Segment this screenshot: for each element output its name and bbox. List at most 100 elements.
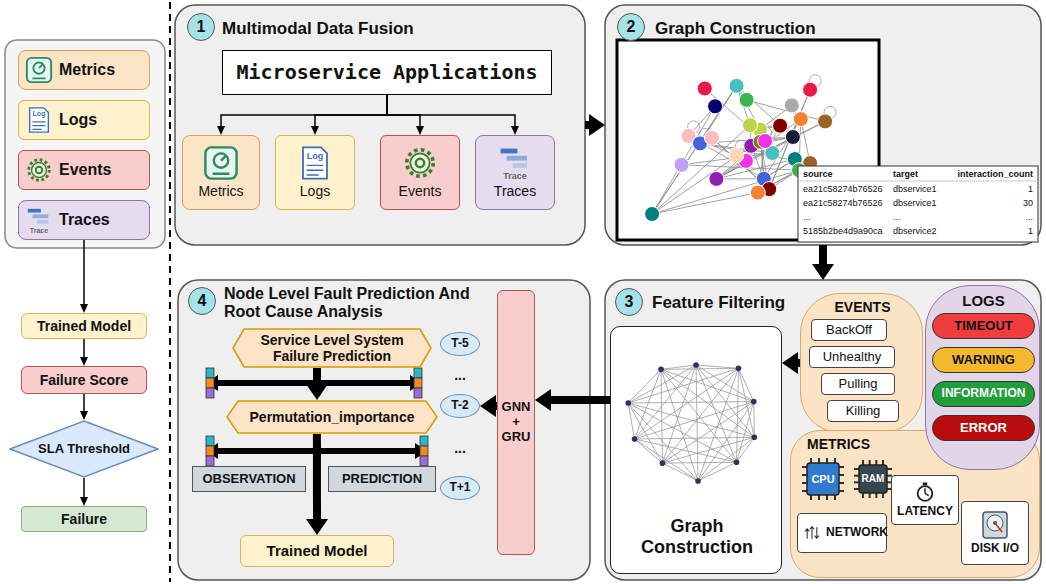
node-text: T-2 (451, 399, 468, 413)
metric-tag: DISK I/O (961, 501, 1029, 565)
stage-box: OBSERVATION (192, 466, 306, 492)
stage-panel: Multimodal Data Fusion 1Microservice Appl… (175, 5, 585, 245)
connector-arrow (387, 95, 420, 126)
connector-arrow (315, 95, 387, 126)
flow-arrow (551, 396, 610, 404)
log-tag: WARNING (932, 347, 1035, 373)
disk-icon (980, 510, 1010, 540)
decision-diamond: SLA Threshold (9, 420, 159, 478)
node-text: SLA Threshold (38, 442, 130, 457)
application-box: Microservice Applications (222, 50, 552, 95)
data-source-box: Events (380, 135, 460, 210)
region-title: EVENTS (801, 299, 924, 315)
data-source-box: Events (18, 150, 150, 190)
node-text: Metrics (59, 61, 115, 79)
icon-frame (25, 156, 53, 184)
node-text: T-5 (451, 337, 468, 351)
callout-number: 3 (615, 288, 643, 316)
icon-frame (203, 145, 239, 181)
node-text: Logs (59, 111, 97, 129)
node-text: Logs (300, 183, 330, 199)
icon-frame (25, 56, 53, 84)
table-cell: ... (893, 212, 953, 222)
flow-arrow (819, 245, 827, 264)
score-box: Failure Score (21, 366, 147, 394)
node-text: PREDICTION (342, 472, 422, 487)
log-tag: TIMEOUT (932, 313, 1035, 339)
event-tag: BackOff (811, 319, 887, 341)
feature-region: EVENTS BackOffUnhealthyPullingKilling (800, 293, 923, 433)
icon-text: Trace (497, 171, 533, 181)
event-tag: Killing (827, 400, 899, 422)
panel-bg (175, 5, 585, 245)
node-text: Trained Model (267, 542, 368, 559)
ellipsis: ... (448, 367, 472, 383)
node-text: Events (59, 161, 111, 179)
node-text: Service Level System Failure Prediction (244, 332, 420, 364)
panel-bg (605, 280, 1041, 580)
node-text: Failure (61, 511, 107, 527)
table-cell: dbservice2 (893, 226, 953, 236)
node-text: Killing (846, 404, 881, 419)
table-cell: dbservice1 (893, 198, 953, 208)
table-cell: source (803, 169, 883, 179)
table-rule (800, 181, 1036, 182)
panel-title: Multimodal Data Fusion (222, 19, 552, 39)
node-text: CPU (811, 473, 834, 486)
connector-arrow (83, 339, 85, 357)
table-cell: dbservice1 (893, 184, 953, 194)
node-text: DISK I/O (971, 542, 1019, 556)
icon-frame: Log (25, 106, 53, 134)
node-text: Graph Construction (622, 516, 772, 559)
table-frame (798, 166, 1038, 242)
node-text: Permutation_importance (250, 409, 415, 425)
stage-box: PREDICTION (328, 466, 436, 492)
feature-region: LOGSTIMEOUTWARNINGINFORMATIONERROR (925, 285, 1040, 470)
graph-box: Graph Construction (610, 326, 782, 574)
data-source-box: Log Logs (18, 100, 150, 140)
event-tag: Unhealthy (809, 346, 895, 368)
node-text: TIMEOUT (954, 319, 1013, 334)
node-text: Pulling (838, 377, 877, 392)
node-text: Unhealthy (823, 350, 882, 365)
stage-panel: Feature Filtering 3Graph Construction EVEN… (605, 280, 1041, 580)
node-text: BackOff (826, 323, 872, 338)
result-box: Failure (21, 506, 147, 532)
panel-bg (605, 5, 1041, 245)
table-cell: 1 (960, 184, 1033, 194)
icon-frame: Log (297, 145, 333, 181)
flow-arrow (313, 434, 321, 519)
table-cell: ... (960, 212, 1033, 222)
node-text: Failure Score (40, 372, 129, 388)
icon-frame: Trace (25, 206, 53, 234)
metric-tag: LATENCY (891, 475, 959, 525)
icon-frame: Trace (497, 145, 533, 181)
icon-frame (914, 481, 936, 503)
data-source-box: TraceTraces (475, 135, 555, 210)
callout-number: 4 (188, 287, 216, 315)
watch-icon (914, 481, 936, 503)
log-tag: INFORMATION (932, 381, 1035, 407)
metric-tag: NETWORK (797, 513, 887, 553)
node-text: ERROR (960, 421, 1007, 436)
process-hexagon: Permutation_importance (226, 400, 438, 434)
node-text: GNN + GRU (502, 400, 531, 445)
node-text: 1 (197, 18, 206, 36)
table-cell: 30 (960, 198, 1033, 208)
node-text: Traces (494, 183, 536, 199)
table-cell: ea21c58274b76526 (803, 198, 883, 208)
panel-title: Graph Construction (655, 19, 955, 39)
icon-text: Trace (25, 227, 53, 234)
data-source-box: Metrics (18, 50, 150, 90)
node-text: NETWORK (826, 526, 888, 540)
model-box: Trained Model (240, 535, 394, 567)
region-title: METRICS (807, 436, 907, 452)
panel-title: Feature Filtering (652, 293, 832, 313)
time-step: T+1 (440, 476, 480, 500)
stage-panel: Graph Construction2 (605, 5, 1041, 245)
events-icon (402, 145, 438, 181)
connector-arrow (83, 240, 85, 304)
connector-arrow (221, 95, 387, 126)
node-text: Trained Model (37, 318, 131, 334)
icon-frame (402, 145, 438, 181)
